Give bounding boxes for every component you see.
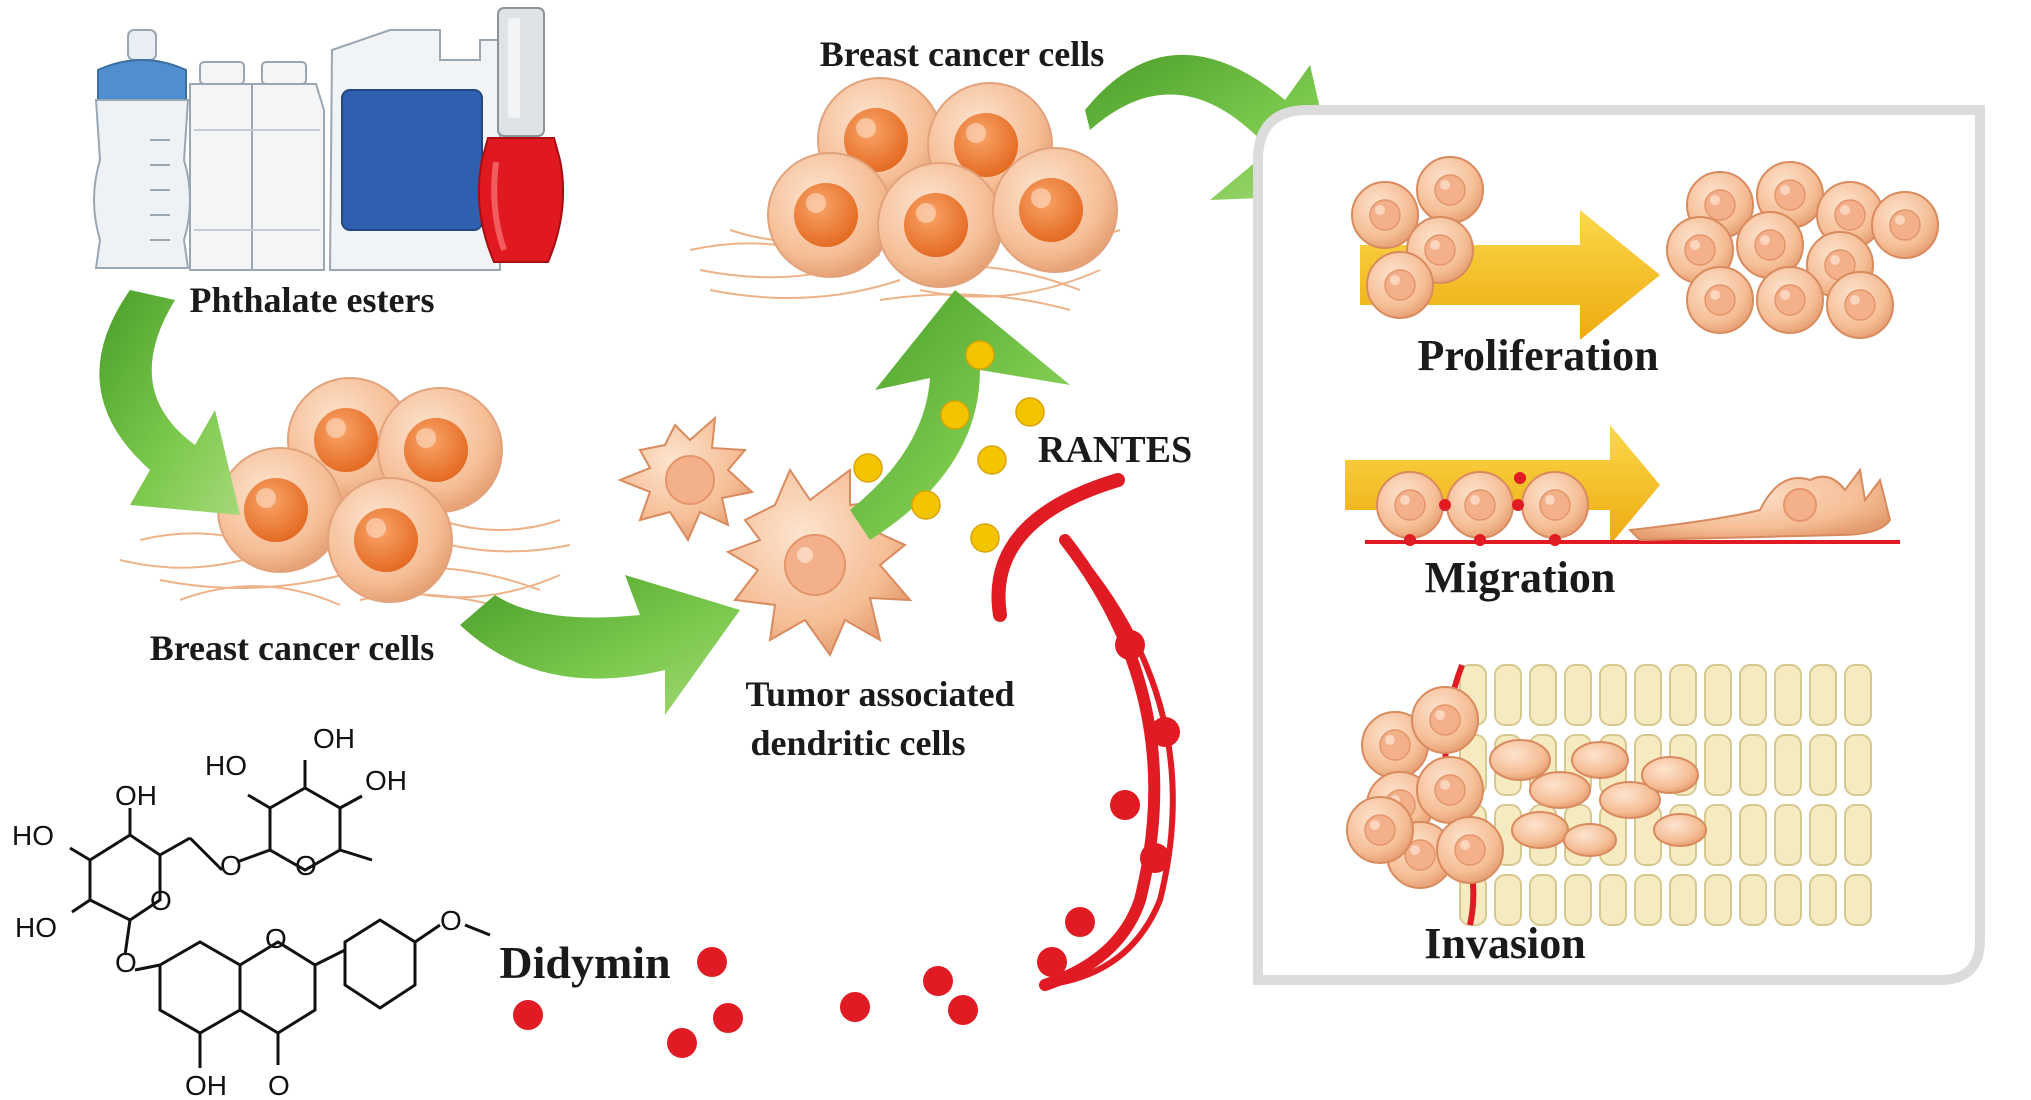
atom-label: O [440,905,462,936]
atom-label: O [150,885,172,916]
atom-label: OH [115,780,157,811]
atom-label: OH [185,1070,227,1100]
didymin-red-dots [513,630,1180,1058]
rantes-label: RANTES [1038,429,1192,471]
atom-label: OH [365,765,407,796]
migration-illustration [1345,425,1900,546]
didymin-label: Didymin [499,937,670,988]
proliferation-illustration [1351,156,1939,340]
atom-label: O [268,1070,290,1100]
dendritic-cells-label-line2: dendritic cells [751,723,966,763]
migration-label: Migration [1425,553,1616,602]
jerry-can-icon [328,29,501,271]
breast-cancer-cells-left-label: Breast cancer cells [150,628,435,668]
plastic-bottle-icon [189,61,325,271]
proliferation-label: Proliferation [1417,331,1658,380]
nail-polish-icon [477,7,565,263]
invasion-label: Invasion [1424,919,1585,968]
dendritic-cells-label-line1: Tumor associated [745,674,1014,714]
green-arrow-phthalate-to-cells [99,290,240,515]
invasion-illustration [1346,663,1872,926]
atom-label: OH [313,723,355,754]
baby-bottle-icon [93,29,191,269]
atom-label: HO [15,912,57,943]
didymin-atom-labels: OH HO OH OH HO HO O O O O O O OH O [12,723,462,1100]
rantes-yellow-dots [853,340,1045,553]
atom-label: O [295,850,317,881]
breast-cancer-cells-top-cluster [689,77,1121,311]
phthalate-esters-label: Phthalate esters [190,280,435,320]
didymin-inhibition-arc [991,473,1176,991]
atom-label: O [115,947,137,978]
atom-label: O [220,850,242,881]
didymin-chemical-structure [69,760,491,1068]
atom-label: HO [12,820,54,851]
breast-cancer-cells-top-label: Breast cancer cells [820,34,1105,74]
phthalate-products-illustration [93,7,565,271]
atom-label: HO [205,750,247,781]
atom-label: O [265,923,287,954]
green-arrow-cells-to-dendritic [460,575,740,715]
